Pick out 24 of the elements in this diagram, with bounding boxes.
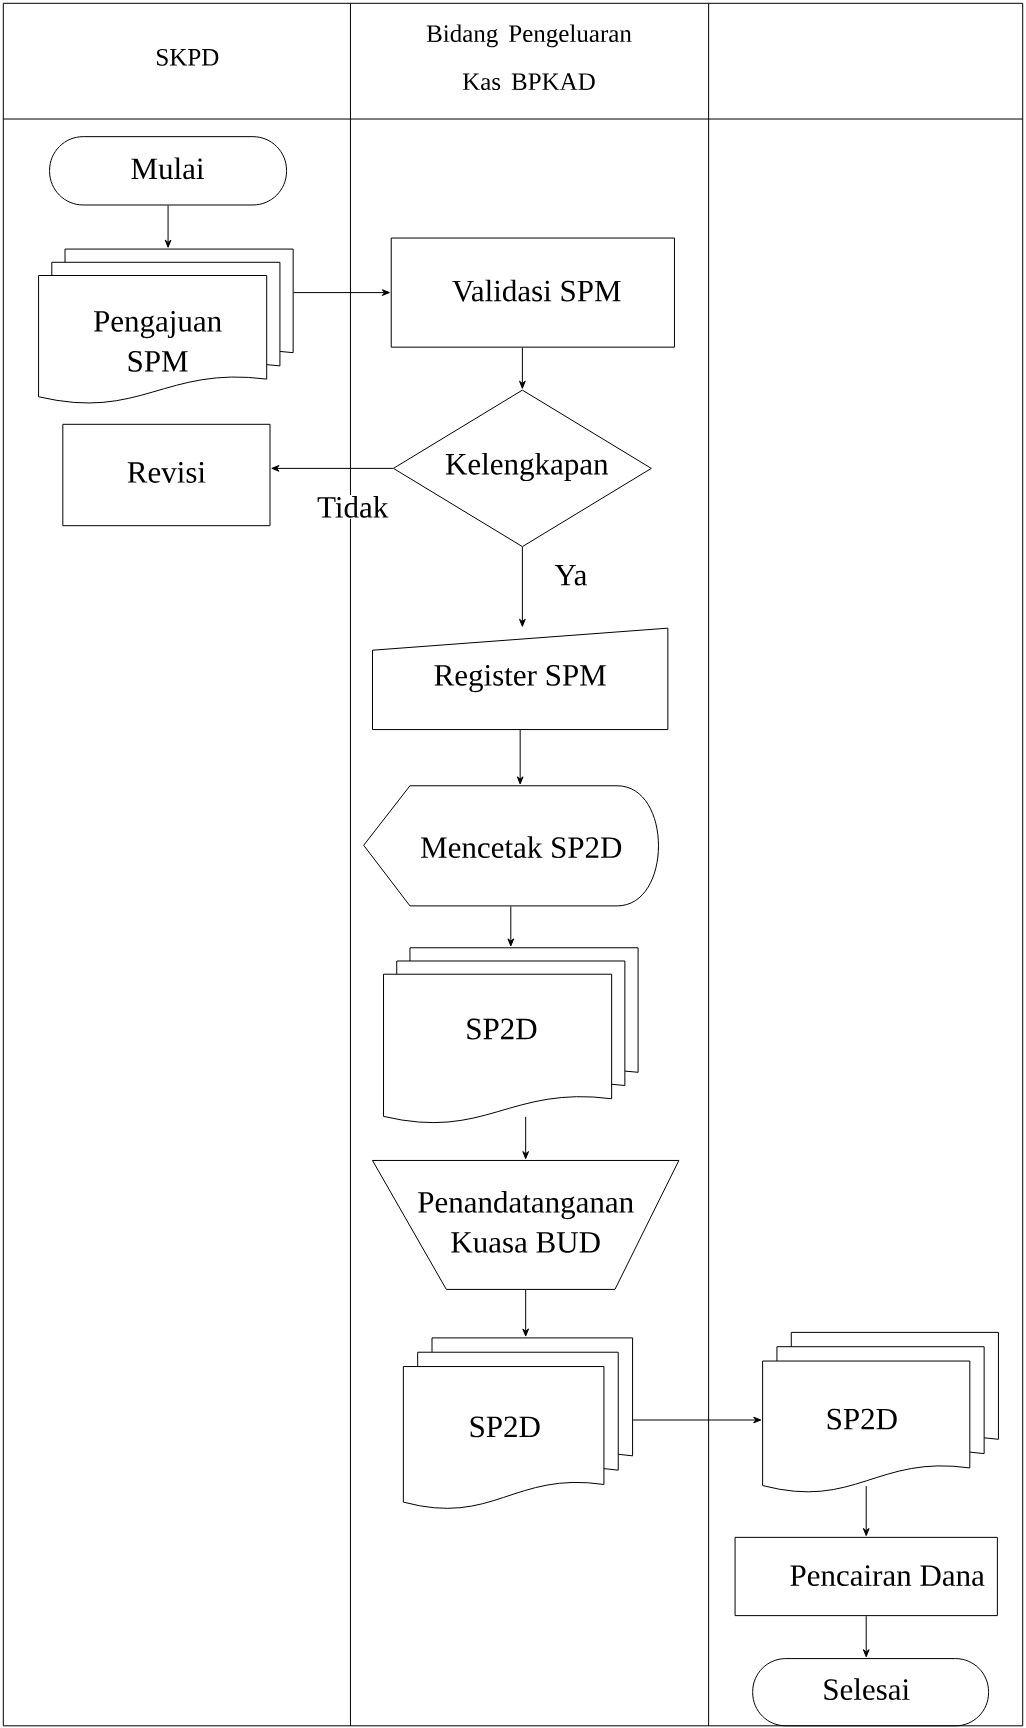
- arrow: [522, 1116, 530, 1160]
- manual-operation-trapezoid: Penandatanganan Kuasa BUD: [372, 1159, 680, 1290]
- arrow: [164, 205, 172, 248]
- arrow: [522, 1289, 530, 1337]
- arrow: [862, 1485, 870, 1536]
- process-box: Validasi SPM: [390, 237, 675, 348]
- process-box: Revisi: [62, 423, 271, 527]
- document-stack: SP2D: [762, 1331, 999, 1493]
- edge-label: Tidak: [316, 495, 390, 519]
- arrow: [507, 905, 515, 947]
- edge-label: Ya: [553, 564, 589, 587]
- arrow: [519, 546, 526, 627]
- document-stack: Pengajuan SPM: [38, 248, 294, 404]
- lane-header: Bidang Pengeluaran Kas BPKAD: [426, 24, 632, 91]
- arrow: [293, 289, 390, 296]
- lane-header: SKPD: [157, 48, 219, 66]
- process-box: Pencairan Dana: [734, 1536, 998, 1617]
- arrow: [632, 1416, 762, 1424]
- document-stack: SP2D: [383, 947, 639, 1124]
- document-stack: SP2D: [402, 1337, 634, 1509]
- arrow: [271, 465, 394, 472]
- arrow: [516, 729, 524, 785]
- arrow: [862, 1615, 870, 1658]
- arrow: [519, 347, 526, 389]
